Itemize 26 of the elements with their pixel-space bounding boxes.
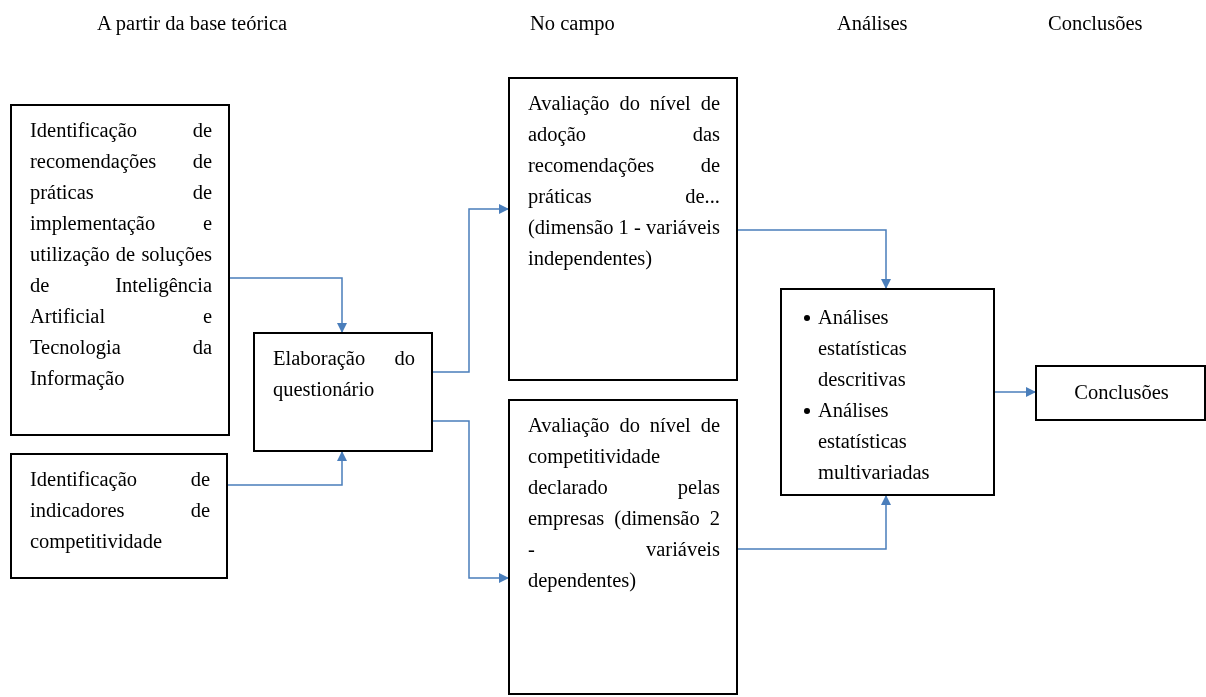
process-box	[508, 399, 738, 695]
box-text: Avaliação do nível de competitividade declarado pelas empresas (dimensão 2 - variáveis dependentes)	[528, 413, 720, 594]
bullet-item: Análises estatísticas descritivas	[818, 305, 908, 392]
column-heading: No campo	[530, 12, 615, 35]
process-box	[10, 104, 230, 436]
box-text: Elaboração do questionário	[273, 346, 415, 403]
arrow	[737, 495, 891, 550]
process-box	[253, 332, 433, 452]
process-box	[508, 77, 738, 381]
column-heading: A partir da base teórica	[97, 12, 288, 35]
arrow	[432, 420, 509, 583]
process-box	[10, 453, 228, 579]
column-heading: Análises	[837, 12, 908, 35]
column-heading: Conclusões	[1048, 12, 1143, 35]
arrow	[227, 451, 347, 486]
process-box	[780, 288, 995, 496]
arrow	[229, 277, 347, 333]
box-text: Identificação de indicadores de competitividade	[30, 467, 210, 555]
box-text: Avaliação do nível de adoção das recomendações de práticas de... (dimensão 1 - variáveis independentes)	[528, 91, 720, 272]
box-text: Conclusões	[1073, 380, 1170, 405]
arrow	[432, 204, 509, 373]
bullet-item: Análises estatísticas multivariadas	[818, 398, 931, 485]
arrow	[994, 387, 1036, 397]
process-box	[1035, 365, 1206, 421]
arrow	[737, 229, 891, 289]
box-text: Identificação de recomendações de práticas de implementação e utilização de soluções de Inteligência Artificial e Tecnologia da Informação	[30, 118, 212, 392]
